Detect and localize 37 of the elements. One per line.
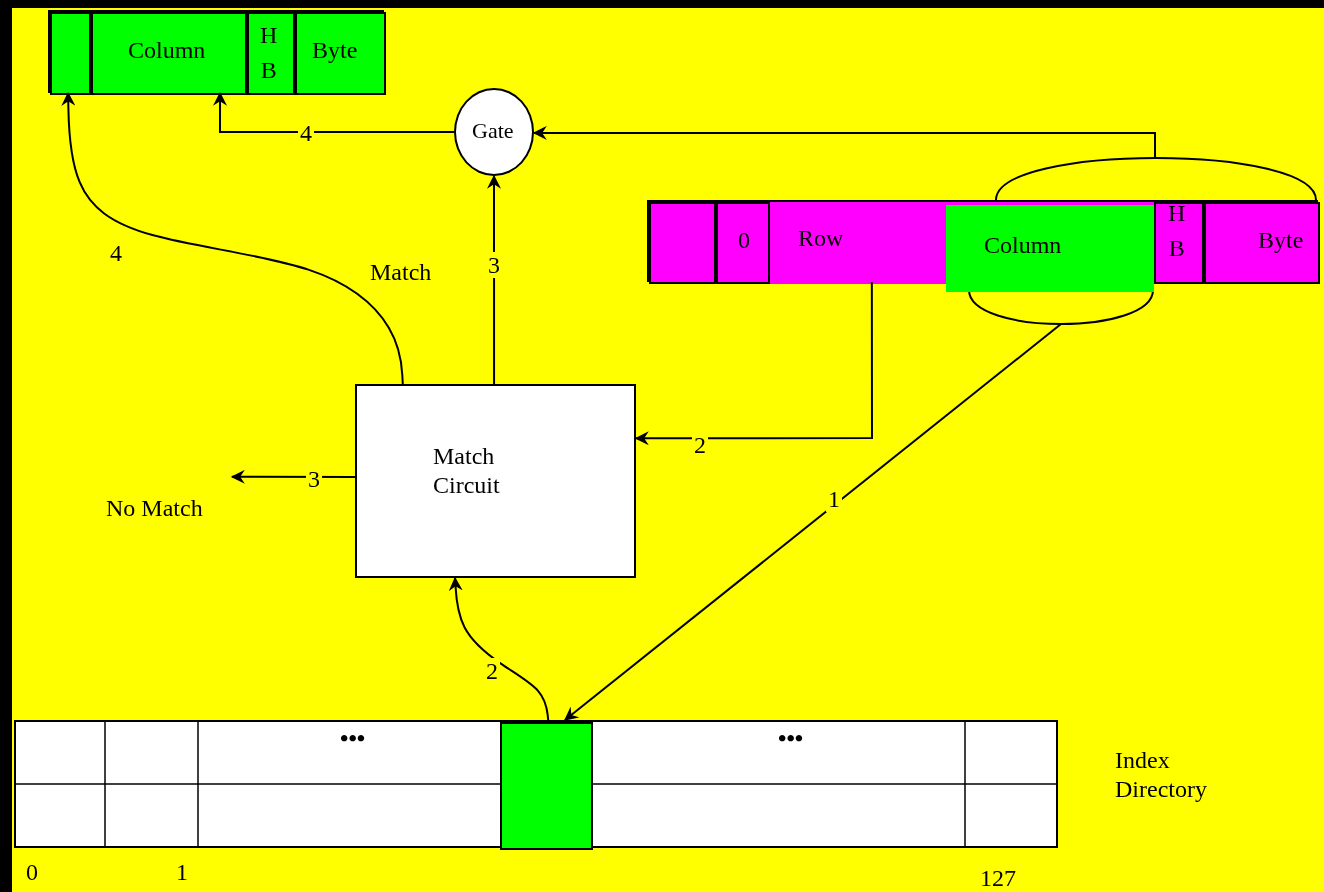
arrow [487,174,501,385]
register-field [716,202,770,284]
output-label: No Match [106,494,203,523]
ellipsis-label: ••• [778,724,804,753]
arrow [448,576,550,721]
register-field [247,12,295,95]
register-box [48,10,384,93]
field-label: H B [260,21,278,85]
field-label: Byte [1258,226,1304,255]
arrow [230,469,356,484]
field-label: H B [1168,199,1186,263]
register-field [295,12,386,95]
arrow [532,125,1157,159]
register-field [1154,202,1204,284]
register-field [1204,202,1320,284]
selected-directory-entry [500,722,593,850]
node-label: Gate [472,118,514,145]
index-number: 0 [26,858,38,887]
field-label: Row [798,224,844,253]
signal-label: Match [370,258,432,287]
field-label: Column [128,36,206,65]
register-field [649,202,716,284]
directory-table [14,720,1058,848]
ellipsis-label: ••• [340,724,366,753]
field-label: Column [984,231,1062,260]
register-field [946,205,1154,292]
table-caption: Index Directory [1115,746,1208,804]
field-label: 0 [738,226,750,255]
edge-label: 3 [486,252,502,279]
arrow [563,323,1062,721]
node-label: Match Circuit [433,442,501,500]
register-field [91,12,247,95]
index-number: 127 [980,864,1016,892]
register-field [50,12,91,95]
match-circuit-box [355,384,636,578]
field-label: Byte [312,36,358,65]
index-number: 1 [176,858,188,887]
